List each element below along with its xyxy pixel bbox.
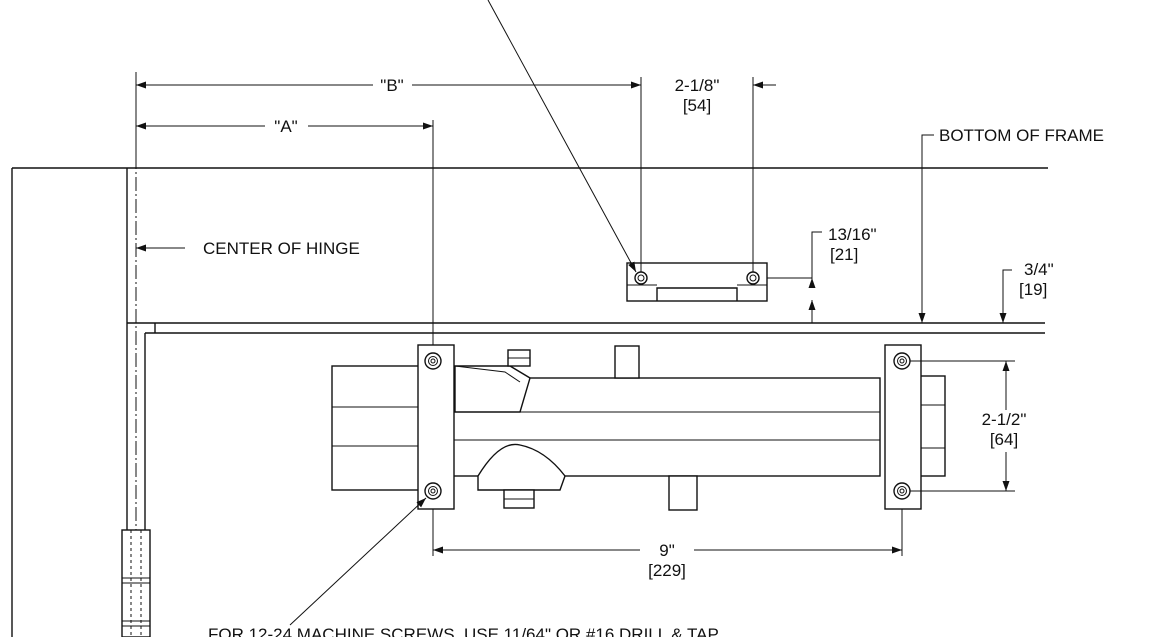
screw-note-label: FOR 12-24 MACHINE SCREWS, USE 11/64" OR … (208, 625, 719, 637)
dim-3-4-label: 3/4" (1024, 260, 1054, 279)
dim-13-16-mm-label: [21] (830, 245, 858, 264)
dim-3-4-mm-label: [19] (1019, 280, 1047, 299)
dim-2-1-2-mm-label: [64] (990, 430, 1018, 449)
dim-13-16-label: 13/16" (828, 225, 877, 244)
top-leader-line (487, 0, 637, 273)
dim-9-mm-label: [229] (648, 561, 686, 580)
dim-2-1-8-mm-label: [54] (683, 96, 711, 115)
hinge-knuckle (121, 529, 151, 637)
dim-9-label: 9" (659, 541, 675, 560)
dim-2-1-8-label: 2-1/8" (675, 76, 720, 95)
dim-2-1-2-label: 2-1/2" (982, 410, 1027, 429)
extension-lines (135, 72, 1015, 556)
arm-shoe-bracket (626, 262, 768, 302)
bottom-of-frame-label: BOTTOM OF FRAME (939, 126, 1104, 145)
frame-outline (11, 167, 1048, 637)
screw-note-leader-line (289, 497, 427, 626)
center-of-hinge-label: CENTER OF HINGE (203, 239, 360, 258)
dim-b-label: "B" (380, 76, 403, 95)
dim-a-label: "A" (274, 117, 297, 136)
closer-body (331, 344, 946, 511)
